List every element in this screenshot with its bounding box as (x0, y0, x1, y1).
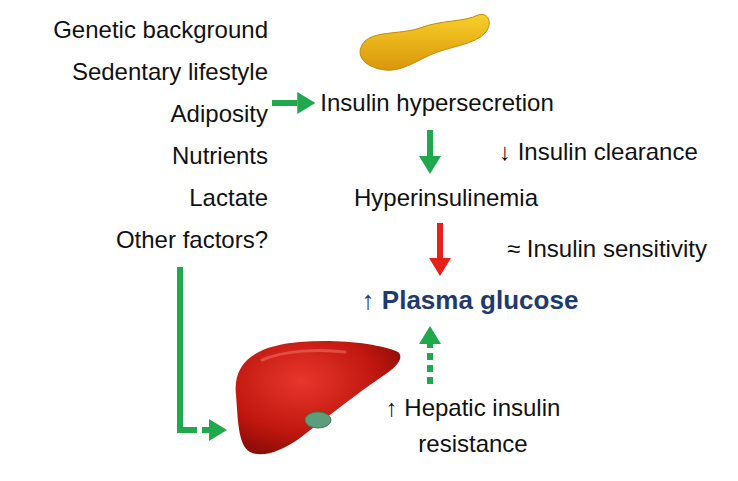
arrow-connector (430, 130, 431, 156)
gallbladder-shape (305, 412, 331, 428)
edge-label: ↓ Insulin clearance (497, 137, 700, 167)
node-text: Other factors? (53, 219, 268, 261)
liver-shape (236, 341, 401, 454)
node-text: Insulin hypersecretion (320, 82, 553, 124)
dashed-arrow-line (190, 427, 209, 433)
pancreas-illustration (360, 14, 489, 70)
node-text: Nutrients (53, 135, 268, 177)
node-text: Genetic background (53, 9, 268, 51)
arrow-line (437, 223, 443, 258)
outcome-label: ↑ Plasma glucose (362, 279, 579, 321)
arrow-line (180, 267, 190, 430)
factor-list: Genetic backgroundSedentary lifestyleAdi… (53, 9, 268, 261)
node-text: Lactate (53, 177, 268, 219)
process-label: Insulin hypersecretion (320, 82, 553, 124)
node-text: Hyperinsulinemia (354, 177, 538, 219)
arrow-connector (180, 267, 209, 430)
arrow-line (272, 100, 297, 106)
arrow-connector (430, 344, 431, 384)
liver-node: ↑ Hepatic insulin resistance (230, 338, 585, 466)
node-text: Adiposity (53, 93, 268, 135)
pancreas-shape (360, 14, 489, 70)
process-label: Hyperinsulinemia (354, 177, 538, 219)
liver-highlight (262, 351, 345, 360)
arrow-connector (272, 103, 297, 104)
node-text: ↑ Hepatic insulin resistance (358, 390, 588, 462)
dashed-arrow-line (427, 344, 433, 384)
arrow-connector (440, 223, 441, 258)
liver-illustration (236, 341, 401, 454)
arrow-line (427, 130, 433, 156)
node-text: Sedentary lifestyle (53, 51, 268, 93)
edge-label: ≈ Insulin sensitivity (505, 234, 709, 264)
node-text: ↑ Plasma glucose (362, 279, 579, 321)
